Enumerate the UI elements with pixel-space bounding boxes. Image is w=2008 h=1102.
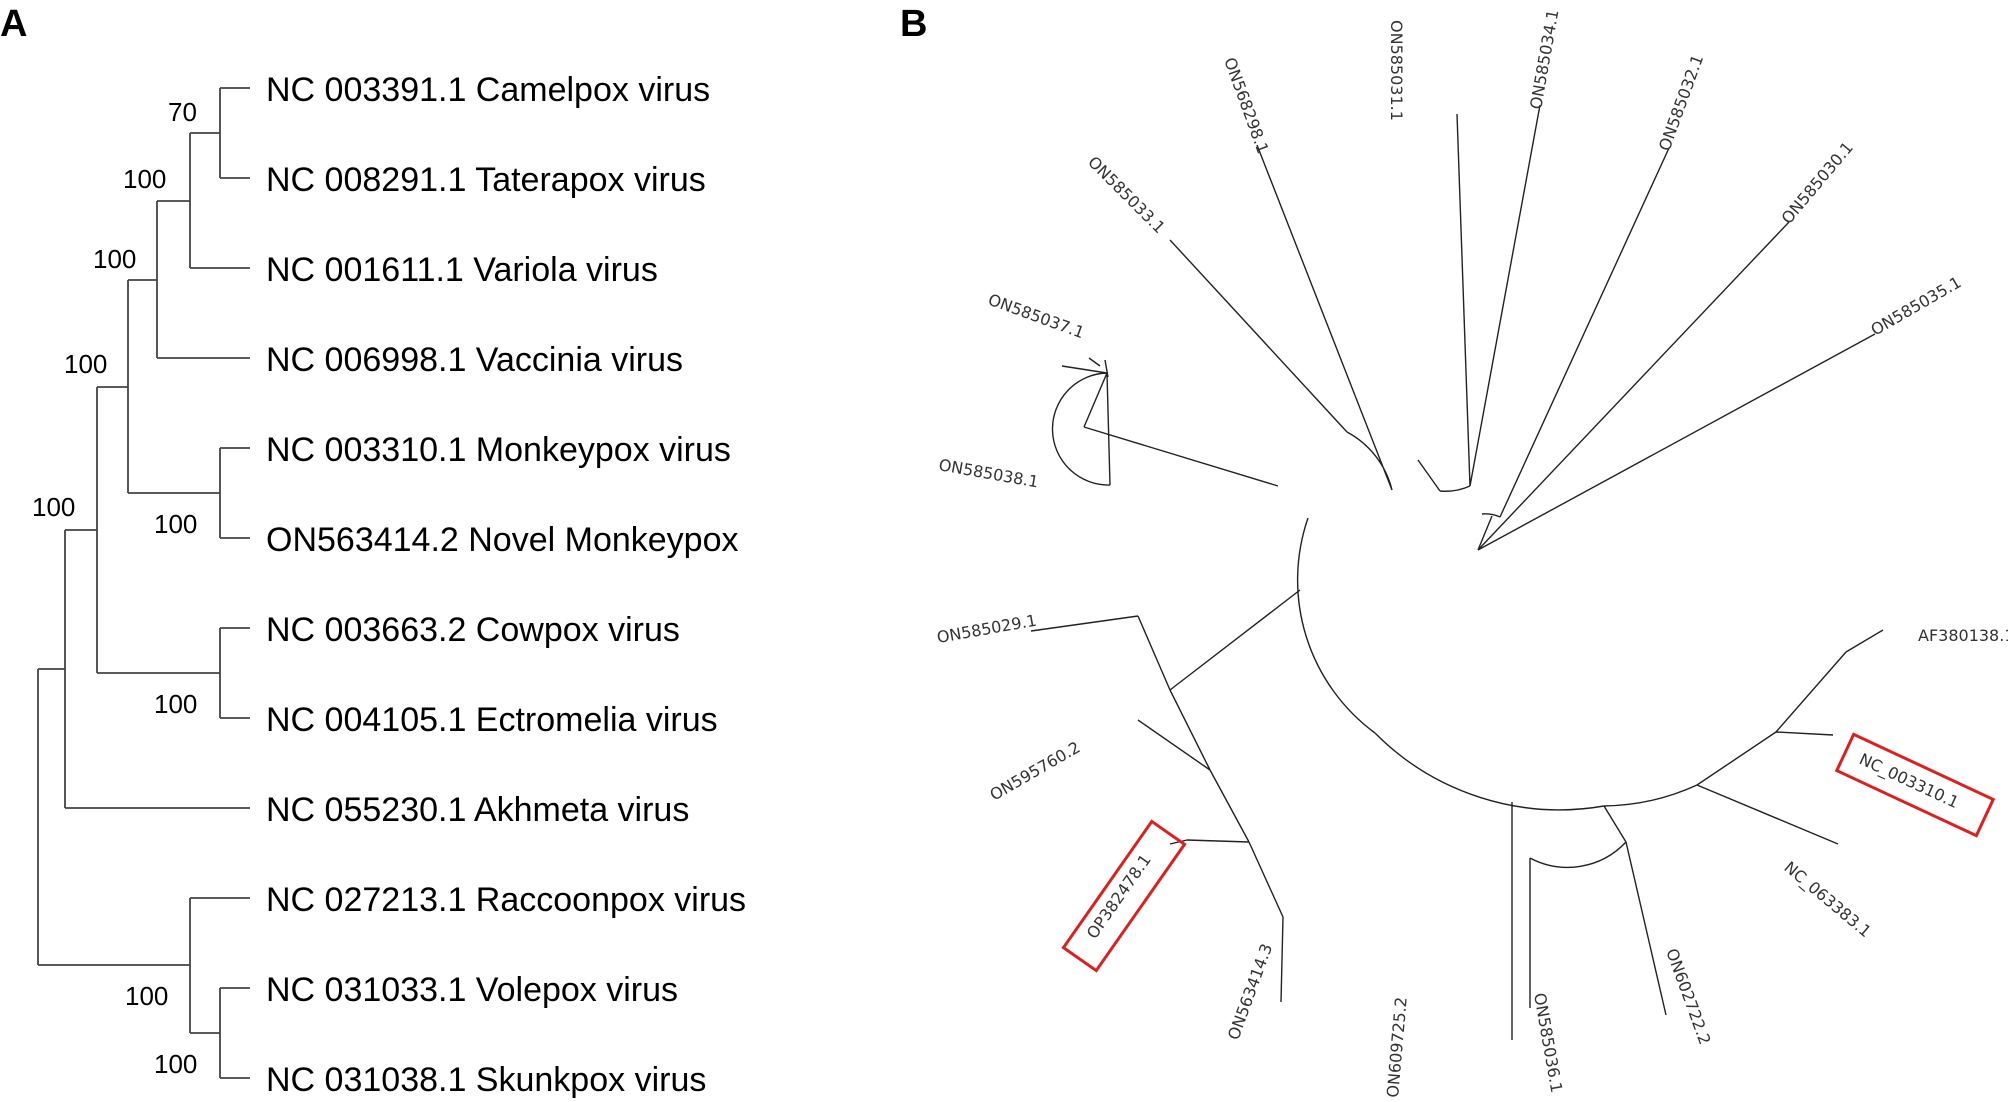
panel-a-letter: A (0, 3, 27, 45)
branch-cowpox-ectromelia (219, 627, 250, 719)
panel-b-highlights (1061, 732, 1996, 973)
bootstrap-value: 100 (93, 244, 136, 274)
branch-on585031-group (1417, 459, 1471, 492)
bootstrap-value: 100 (154, 689, 197, 719)
branch-vaccinia (156, 200, 250, 359)
leaf-label: NC 031038.1 Skunkpox virus (266, 1061, 706, 1099)
leaf-label: NC_063383.1 (1780, 858, 1875, 942)
leaf-label: ON563414.3 (1224, 941, 1276, 1042)
leaf-label: ON585035.1 (1868, 273, 1965, 340)
leaf-label: ON602722.2 (1662, 946, 1714, 1047)
leaf-label: ON585033.1 (1084, 152, 1169, 237)
leaf-label: NC 006998.1 Vaccinia virus (266, 341, 683, 379)
branch-camelpox-taterapox (219, 87, 250, 179)
branch-orthopox-core (127, 279, 220, 494)
panel-b-letter: B (900, 3, 927, 45)
branch-on568298-on585033 (1169, 144, 1393, 491)
branch-leaf-tips (1169, 839, 1284, 1003)
panel-a-leaf-labels: NC 003391.1 Camelpox virus NC 008291.1 T… (266, 71, 746, 1099)
branch-star-leaves (1477, 221, 1876, 551)
bootstrap-value: 100 (154, 1049, 197, 1079)
bootstrap-value: 100 (32, 492, 75, 522)
bootstrap-value: 100 (64, 349, 107, 379)
bootstrap-value: 100 (125, 981, 168, 1011)
leaf-label: NC 031033.1 Volepox virus (266, 971, 678, 1009)
panel-b-branches (1030, 104, 1884, 1040)
leaf-label: ON585029.1 (935, 611, 1038, 647)
bootstrap-value: 100 (123, 164, 166, 194)
leaf-label: NC 008291.1 Taterapox virus (266, 161, 706, 199)
leaf-label: ON585036.1 (1530, 991, 1566, 1094)
branch-monkeypox-pair (219, 447, 250, 539)
leaf-label: ON595760.2 (987, 738, 1084, 805)
panel-a-branches (37, 87, 250, 1079)
bootstrap-value: 70 (168, 97, 197, 127)
branch-bottom-leaves (1511, 802, 1667, 1040)
branch-root (37, 668, 190, 966)
branch-left-backbone-arc (1296, 517, 1376, 734)
branch-op382478-on563414 (1186, 839, 1284, 918)
panel-b: B ON58 (900, 3, 2008, 1098)
panel-a-bootstrap-values: 70 100 100 100 100 100 100 100 100 (32, 97, 197, 1079)
leaf-label: ON585034.1 (1526, 8, 1562, 111)
leaf-label: NC 003310.1 Monkeypox virus (266, 431, 731, 469)
branch-right-clade (1603, 629, 1884, 845)
branch-on585037-on585038 (1051, 365, 1279, 487)
branch-bottom-arc (1374, 732, 1605, 811)
leaf-label: AF380138.1 (1918, 626, 2008, 645)
leaf-label: ON585031.1 (1387, 20, 1406, 121)
panel-a: A NC 003391.1 Camelpox (0, 3, 746, 1099)
leaf-label: ON585030.1 (1778, 138, 1857, 228)
leaf-label: NC 003391.1 Camelpox virus (266, 71, 710, 109)
leaf-label: NC 003663.2 Cowpox virus (266, 611, 680, 649)
leaf-label: ON609725.2 (1383, 996, 1411, 1098)
highlight-box-nc003310 (1834, 732, 1996, 838)
bootstrap-value: 100 (154, 509, 197, 539)
panel-b-leaf-labels: ON585031.1 ON585034.1 ON585032.1 ON58503… (935, 8, 2008, 1098)
branch-volepox-skunkpox (219, 987, 250, 1079)
leaf-label: ON585038.1 (937, 455, 1040, 491)
leaf-label: NC 055230.1 Akhmeta virus (266, 791, 689, 829)
leaf-label: NC 027213.1 Raccoonpox virus (266, 881, 746, 919)
leaf-label: NC 004105.1 Ectromelia virus (266, 701, 718, 739)
branch-akhmeta (64, 529, 250, 809)
leaf-label: NC 001611.1 Variola virus (266, 251, 658, 289)
branch-on585031-on585034-on585032 (1456, 104, 1670, 518)
branch-inner-arc (1477, 513, 1501, 551)
leaf-label: ON563414.2 Novel Monkeypox (266, 521, 739, 559)
leaf-label: ON585037.1 (986, 290, 1087, 342)
branch-on585029-group (1030, 589, 1301, 843)
branch-on585037-leaf (1088, 357, 1109, 378)
leaf-label: ON585032.1 (1655, 52, 1707, 153)
leaf-label: ON568298.1 (1220, 55, 1272, 156)
leaf-label: OP382478.1 (1083, 851, 1155, 943)
highlight-box-op382478 (1061, 819, 1187, 973)
